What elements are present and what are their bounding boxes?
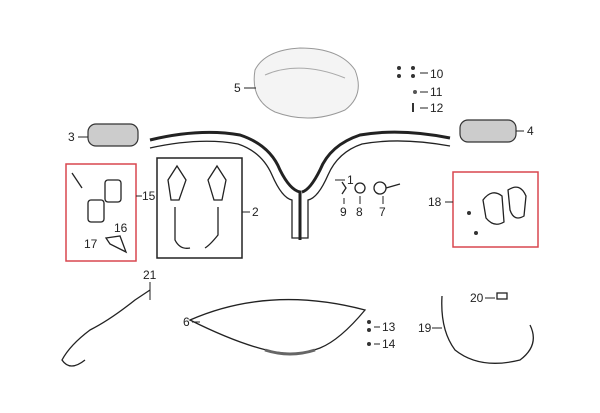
callout-19: 19 xyxy=(418,321,432,335)
callout-6: 6 xyxy=(183,315,190,329)
callout-13: 13 xyxy=(382,320,396,334)
callout-15: 15 xyxy=(142,189,156,203)
part-13-14-screws xyxy=(367,320,380,346)
part-21-cable xyxy=(61,282,151,367)
callout-3: 3 xyxy=(68,130,75,144)
callout-4: 4 xyxy=(527,124,534,138)
callout-16: 16 xyxy=(114,221,128,235)
part-10-12-screws xyxy=(397,66,428,112)
callout-21: 21 xyxy=(143,268,157,282)
callout-1: 1 xyxy=(347,173,354,187)
part-18-right-switch-group xyxy=(445,171,539,248)
part-19-20-cable xyxy=(432,292,534,364)
callout-18: 18 xyxy=(428,195,442,209)
part-15-left-switch-group xyxy=(65,163,142,262)
callout-2: 2 xyxy=(252,205,259,219)
callout-7: 7 xyxy=(379,205,386,219)
callout-9: 9 xyxy=(340,205,347,219)
callout-12: 12 xyxy=(430,101,444,115)
callout-10: 10 xyxy=(430,67,444,81)
callout-5: 5 xyxy=(234,81,241,95)
callout-11: 11 xyxy=(430,85,443,99)
part-3-left-grip xyxy=(78,123,139,147)
part-4-right-grip xyxy=(459,119,524,143)
callout-14: 14 xyxy=(382,337,396,351)
callout-20: 20 xyxy=(470,291,484,305)
part-6-lower-cover xyxy=(188,298,367,356)
part-2-mirrors xyxy=(156,157,250,259)
callout-17: 17 xyxy=(84,237,98,251)
callout-8: 8 xyxy=(356,205,363,219)
part-5-upper-cover xyxy=(244,47,359,119)
part-1-handlebar xyxy=(149,130,451,240)
part-7-9-small-parts xyxy=(341,181,401,204)
